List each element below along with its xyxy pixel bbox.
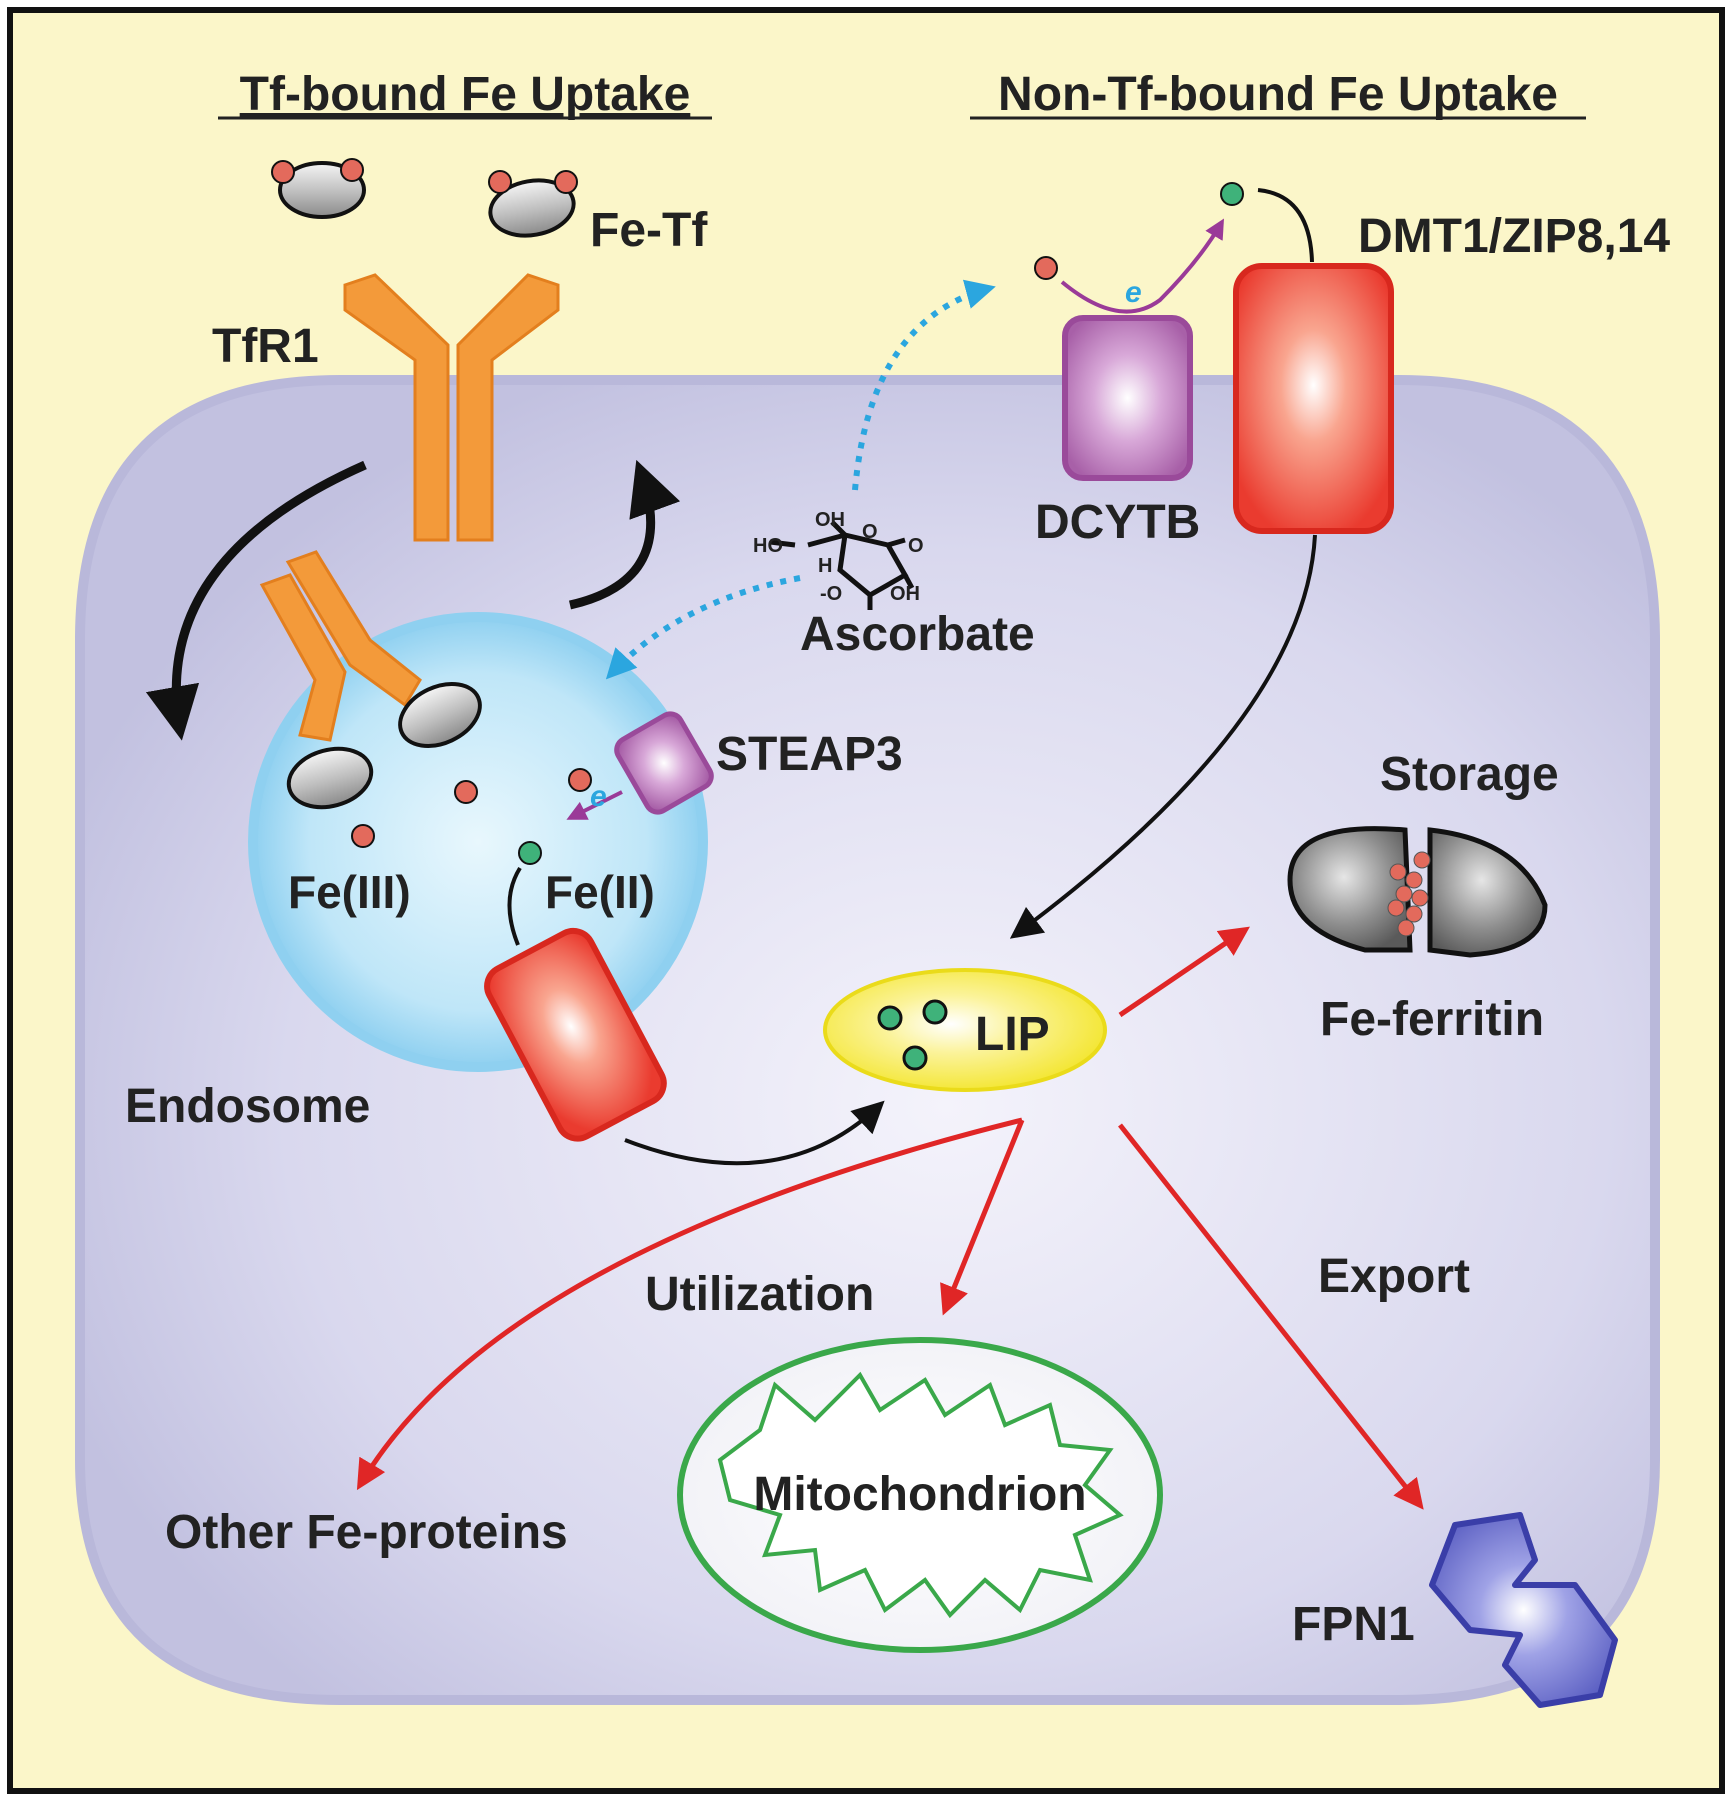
- lip-fe2-ion: [877, 1005, 903, 1031]
- fe2-ion-outside: [1220, 182, 1244, 206]
- tfr1-receptor: [343, 273, 560, 542]
- label-fe3: Fe(III): [288, 866, 411, 918]
- recycling-arrow: [569, 459, 681, 610]
- heading-tf-bound: Tf-bound Fe Uptake: [240, 68, 691, 121]
- label-utilization: Utilization: [645, 1268, 874, 1321]
- endosomal-tfr1: [259, 550, 422, 742]
- dmt1-tail: [1257, 188, 1314, 263]
- ascorbate-to-endosome-arrow: [605, 575, 801, 680]
- label-fe-tf: Fe-Tf: [590, 204, 708, 257]
- dcytb-reductase: [1062, 315, 1193, 481]
- dcytb-electron-arrow: [1060, 218, 1225, 314]
- electron-dcytb: e: [1125, 276, 1142, 309]
- endosomal-tf-2: [398, 682, 482, 748]
- label-steap3: STEAP3: [716, 728, 903, 781]
- label-other-fe-proteins: Other Fe-proteins: [165, 1506, 568, 1559]
- fpn1-exporter: [1429, 1512, 1618, 1708]
- steap3-enzyme: [614, 711, 714, 815]
- label-fe-ferritin: Fe-ferritin: [1320, 993, 1544, 1046]
- label-tfr1: TfR1: [212, 320, 319, 373]
- endocytosis-arrow: [145, 460, 367, 741]
- lip-fe2-ion: [902, 1045, 928, 1071]
- label-export: Export: [1318, 1250, 1470, 1303]
- label-dmt1: DMT1/ZIP8,14: [1358, 210, 1670, 263]
- ascorbate-ho-left: HO: [753, 535, 783, 557]
- ascorbate-to-dcytb-arrow: [852, 279, 996, 491]
- ascorbate-h: H: [818, 555, 832, 577]
- fe3-ion-outside: [1034, 256, 1058, 280]
- heading-non-tf-bound: Non-Tf-bound Fe Uptake: [998, 68, 1558, 121]
- utilization-arrow: [940, 1119, 1025, 1316]
- ascorbate-oh-top: OH: [815, 509, 845, 531]
- export-arrow: [1118, 1123, 1424, 1510]
- endosomal-tf-1: [286, 746, 374, 810]
- endosome-to-lip-arrow: [624, 1100, 885, 1166]
- label-fpn1: FPN1: [1292, 1598, 1415, 1651]
- label-fe2: Fe(II): [545, 866, 655, 918]
- labile-iron-pool: [823, 968, 1107, 1092]
- ascorbate-molecule: [769, 520, 915, 610]
- fe3-ion: [351, 824, 375, 848]
- fe3-ion: [568, 768, 592, 792]
- endosomal-dmt1-transporter: [484, 927, 667, 1142]
- ascorbate-o-keto: O: [908, 535, 924, 557]
- label-storage: Storage: [1380, 748, 1559, 801]
- label-dcytb: DCYTB: [1035, 496, 1200, 549]
- fe-tf-molecule-2: [488, 170, 578, 238]
- label-mitochondrion: Mitochondrion: [753, 1468, 1086, 1521]
- mitochondrion-cristae: [717, 1371, 1124, 1619]
- label-ascorbate: Ascorbate: [800, 608, 1035, 661]
- dmt1-transporter: [1233, 263, 1394, 534]
- ferritin: [1287, 826, 1548, 958]
- ascorbate-oh-bottom: OH: [890, 583, 920, 605]
- endosomal-transporter-tail: [507, 866, 522, 946]
- ascorbate-o-ring: O: [862, 521, 878, 543]
- fe2-ion: [518, 841, 542, 865]
- other-proteins-arrow: [356, 1117, 1023, 1491]
- storage-arrow: [1118, 926, 1250, 1018]
- lip-fe2-ion: [922, 999, 948, 1025]
- fe3-ion: [454, 780, 478, 804]
- label-lip: LIP: [975, 1008, 1050, 1061]
- electron-steap3: e: [590, 780, 607, 813]
- fe-tf-molecule-1: [271, 158, 366, 219]
- dmt1-to-lip-arrow: [1009, 534, 1317, 939]
- ascorbate-o-minus: -O: [820, 583, 842, 605]
- steap3-electron-arrow: [566, 790, 623, 820]
- label-endosome: Endosome: [125, 1080, 370, 1133]
